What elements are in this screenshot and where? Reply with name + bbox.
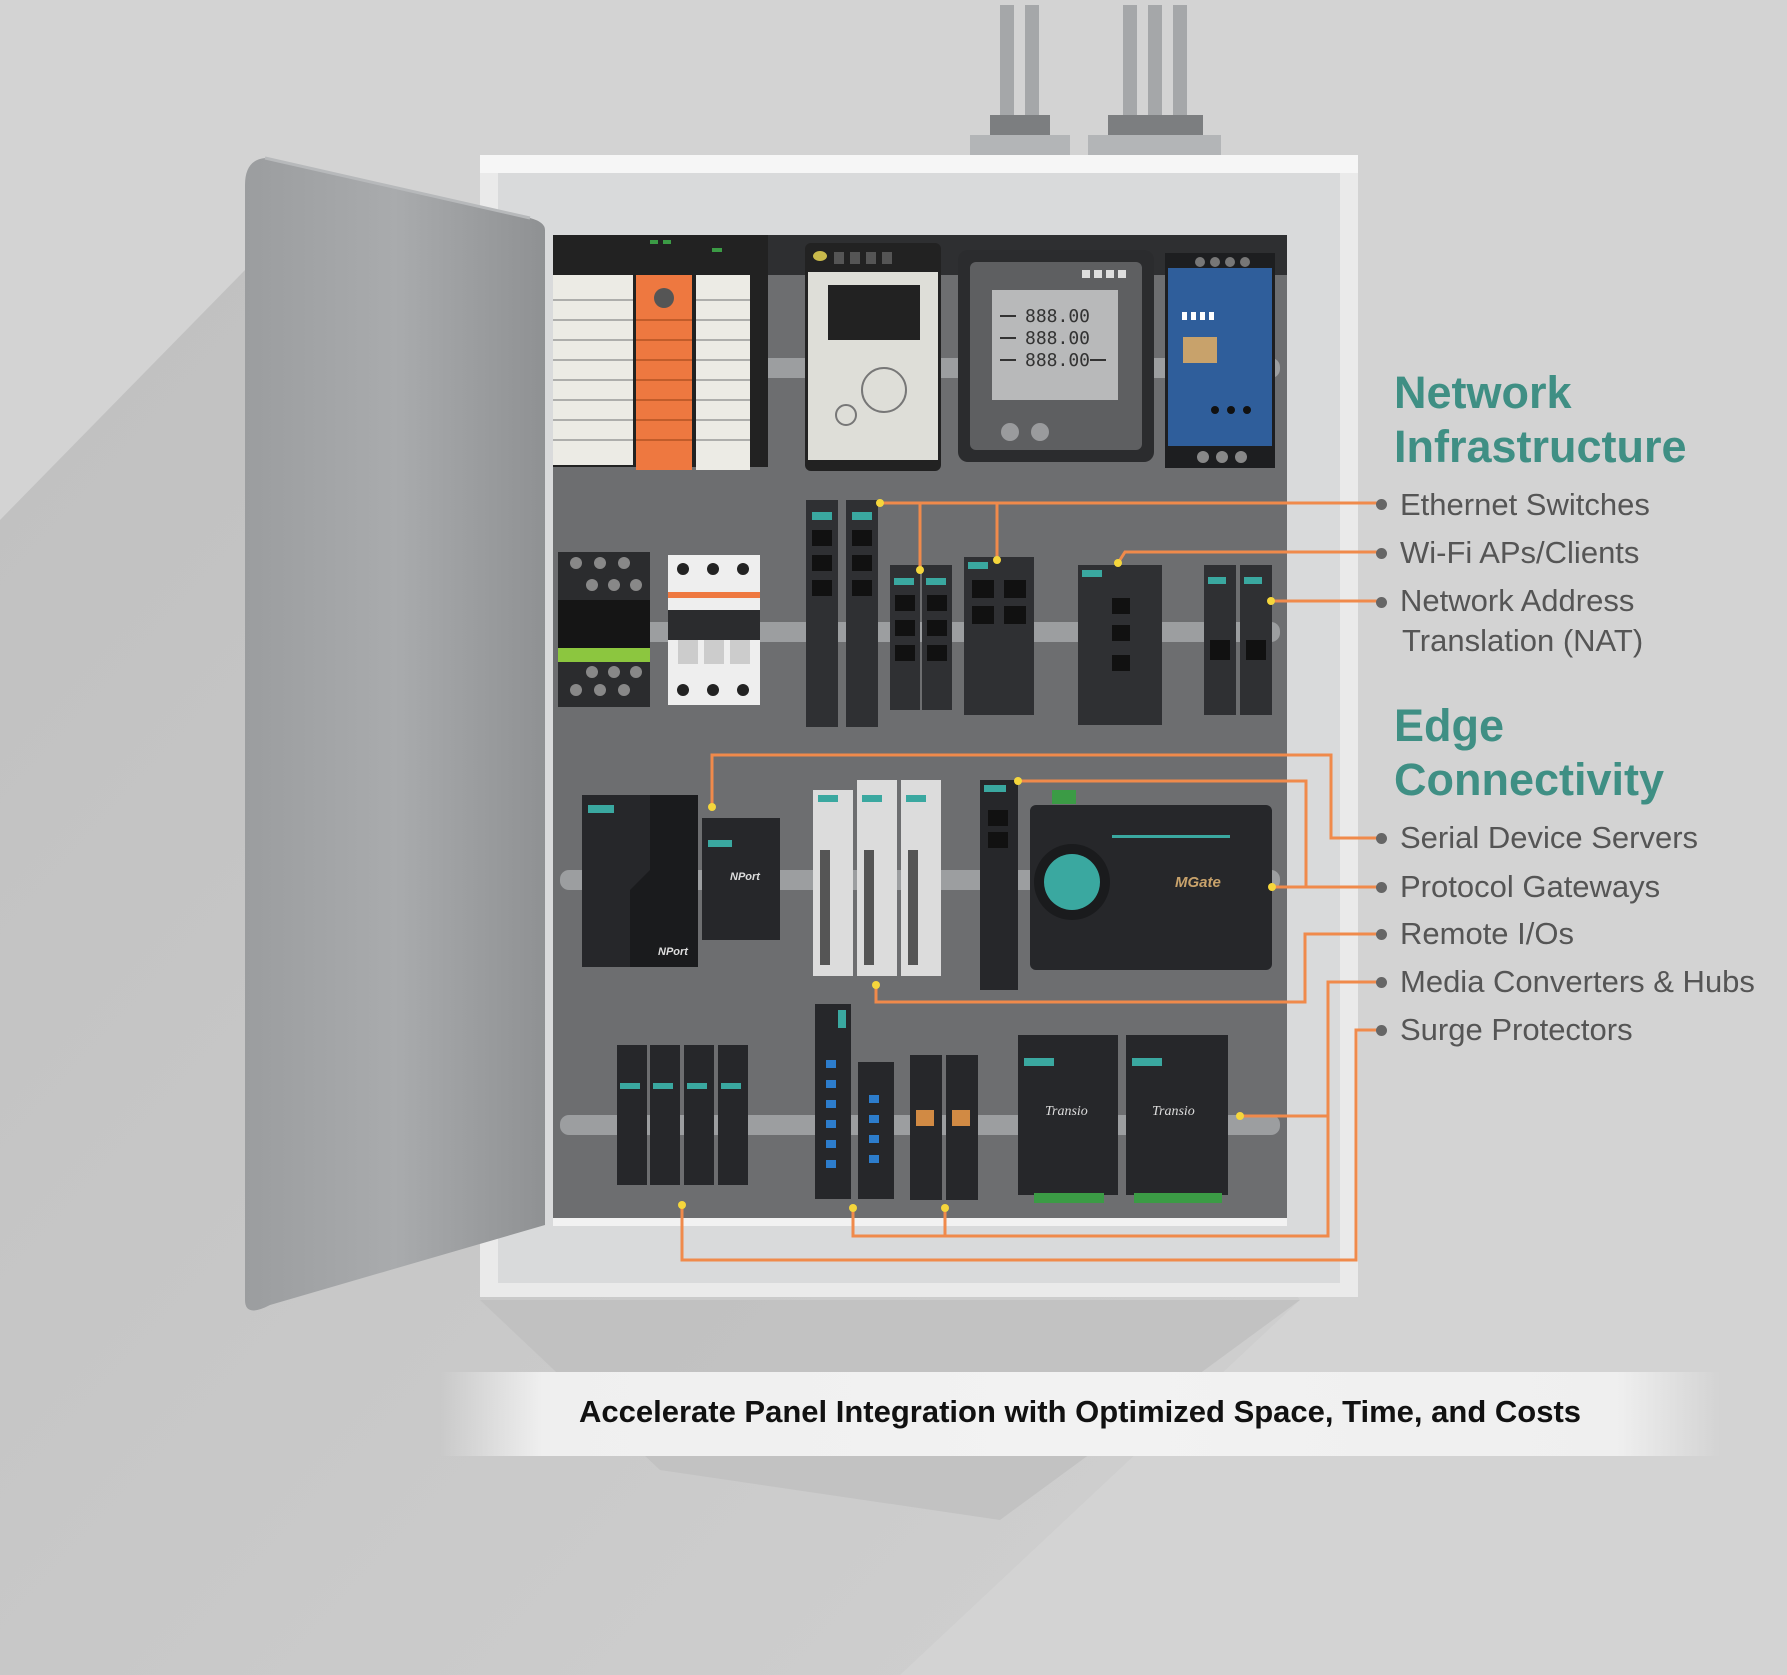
tagline-banner: Accelerate Panel Integration with Optimi… xyxy=(440,1372,1720,1456)
conduit-pipes xyxy=(970,5,1221,155)
edge-connectivity-heading: Edge Connectivity xyxy=(1394,699,1664,807)
legend-item-ethernet-switches: Ethernet Switches xyxy=(1400,487,1650,522)
cabinet-door xyxy=(245,156,545,1311)
legend-item-remote-ios: Remote I/Os xyxy=(1400,916,1574,951)
hmi-terminal xyxy=(805,243,941,471)
legend-item-nat: Network Address xyxy=(1400,583,1635,618)
surge-protectors xyxy=(617,1045,748,1185)
meter-reading-2: 888.00 xyxy=(1025,328,1090,349)
edge-heading-line2: Connectivity xyxy=(1394,754,1665,805)
usb-hubs xyxy=(815,1004,894,1199)
network-heading-line1: Network xyxy=(1394,367,1572,418)
power-meter: 888.00 888.00 888.00 xyxy=(958,250,1154,462)
bullet-icon xyxy=(1376,882,1387,893)
circuit-breaker xyxy=(668,555,760,705)
nport-small-label: NPort xyxy=(730,871,761,883)
bullet-icon xyxy=(1376,833,1387,844)
bullet-icon xyxy=(1376,929,1387,940)
transio-converter-1: Transio xyxy=(1018,1035,1118,1203)
legend-item-protocol-gateways: Protocol Gateways xyxy=(1400,869,1661,904)
legend-item-media-converters: Media Converters & Hubs xyxy=(1400,964,1755,999)
moxa-tags-row2 xyxy=(812,512,1262,585)
protocol-gateway-slim xyxy=(980,780,1018,990)
bullet-icon xyxy=(1376,1025,1387,1036)
legend-item-wifi: Wi-Fi APs/Clients xyxy=(1400,535,1640,570)
nport-serial-server-large: NPort xyxy=(582,795,698,967)
switch-ports xyxy=(812,530,1266,671)
connector-dots xyxy=(678,499,1276,1212)
media-converters-slim xyxy=(910,1055,978,1200)
transio-converter-2: Transio xyxy=(1126,1035,1228,1203)
bullet-icon xyxy=(1376,548,1387,559)
bullet-icon xyxy=(1376,499,1387,510)
edge-heading-line1: Edge xyxy=(1394,700,1505,751)
nport-large-label: NPort xyxy=(658,946,689,958)
legend-item-surge-protectors: Surge Protectors xyxy=(1400,1012,1633,1047)
mgate-label: MGate xyxy=(1175,874,1221,891)
contactor xyxy=(558,552,650,707)
connector-lines xyxy=(680,501,1381,1262)
transio-2-label: Transio xyxy=(1152,1104,1195,1119)
network-heading-line2: Infrastructure xyxy=(1394,421,1687,472)
tagline-text: Accelerate Panel Integration with Optimi… xyxy=(578,1394,1582,1429)
bullet-icon xyxy=(1376,977,1387,988)
bullet-icon xyxy=(1376,597,1387,608)
mgate-protocol-gateway: MGate xyxy=(1030,790,1272,970)
meter-reading-3: 888.00 xyxy=(1025,350,1090,371)
nport-serial-server-small: NPort xyxy=(702,818,780,940)
remote-io-modules xyxy=(813,780,941,976)
power-supply xyxy=(1165,253,1275,468)
legend-item-serial-device-servers: Serial Device Servers xyxy=(1400,820,1699,855)
network-infrastructure-heading: Network Infrastructure xyxy=(1394,366,1687,474)
transio-1-label: Transio xyxy=(1045,1104,1088,1119)
legend-item-nat-line2: Translation (NAT) xyxy=(1402,623,1644,658)
plc-module xyxy=(553,235,768,470)
meter-reading-1: 888.00 xyxy=(1025,306,1090,327)
